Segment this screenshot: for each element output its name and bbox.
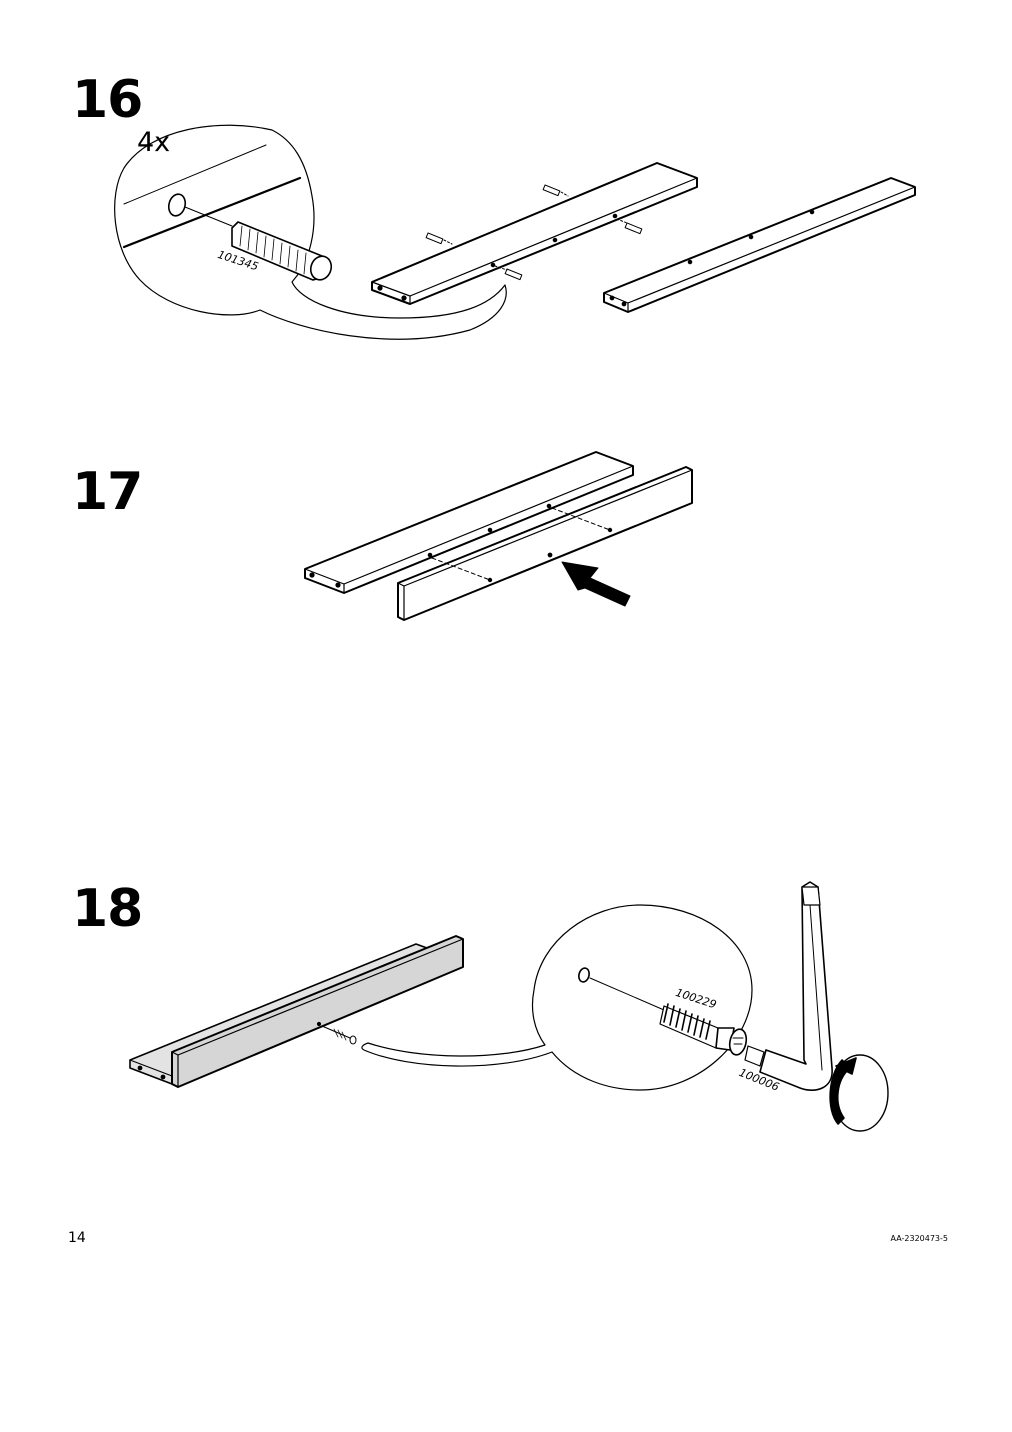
step-number-18: 18 [72, 879, 143, 939]
allen-key-icon [759, 881, 833, 1092]
step-18-illustration [129, 881, 889, 1132]
dowel-icon [231, 221, 333, 281]
screw-detail-callout [361, 904, 765, 1091]
standing-board [397, 466, 693, 621]
assembled-shelf [129, 935, 464, 1088]
step-16-illustration [114, 124, 916, 340]
document-code: AA-2320473-5 [890, 1234, 948, 1243]
side-board-with-dowels [371, 162, 698, 305]
quantity-label: 4x [137, 127, 171, 158]
rotate-clockwise-icon [829, 1054, 889, 1132]
step-number-16: 16 [72, 70, 143, 130]
page-number: 14 [68, 1230, 86, 1246]
dowel-detail-callout [114, 124, 507, 340]
flat-board [304, 451, 634, 594]
screw-icon [659, 1003, 748, 1056]
side-board [603, 177, 916, 313]
push-arrow-icon [561, 561, 631, 607]
step-17-illustration [304, 451, 693, 621]
step-number-17: 17 [72, 462, 143, 522]
